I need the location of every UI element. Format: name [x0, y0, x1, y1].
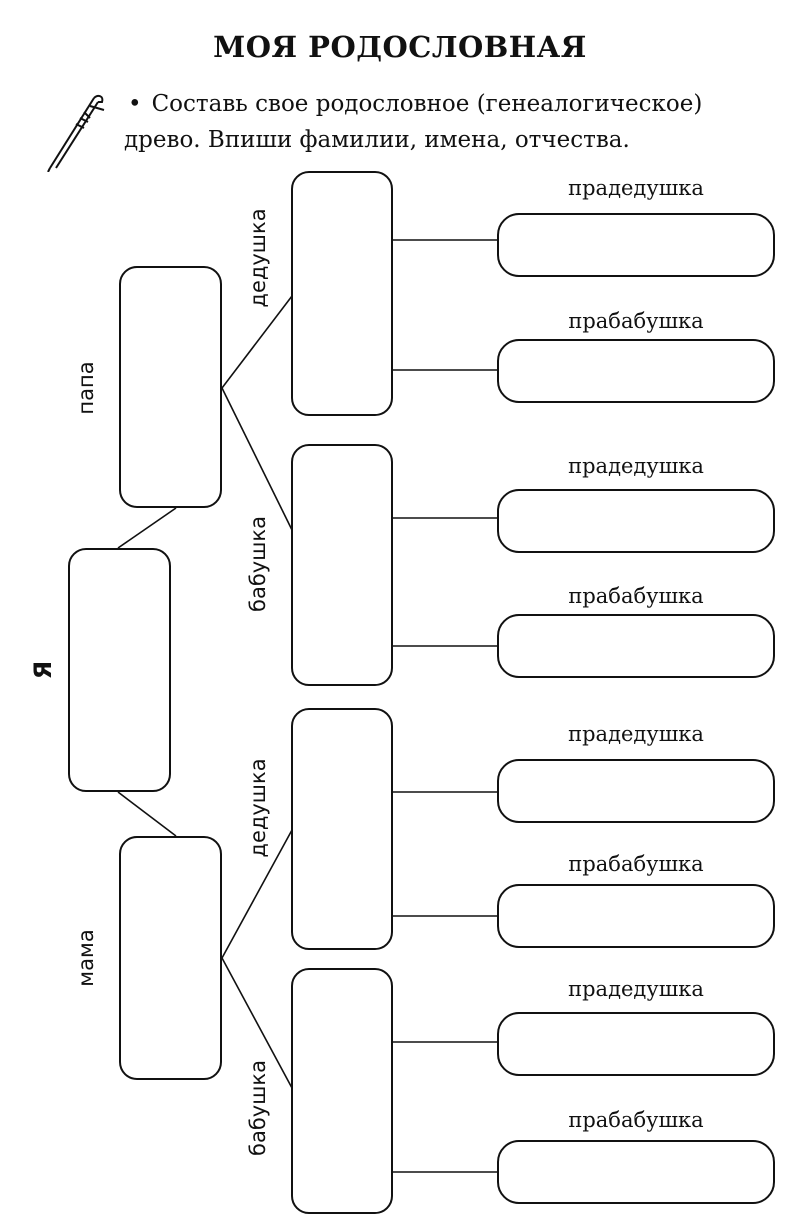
great-grandmother-label: прабабушка	[568, 852, 704, 876]
connector-me-mother	[117, 791, 177, 837]
paternal-grandmother-box[interactable]	[291, 444, 393, 686]
father-box[interactable]	[119, 266, 222, 508]
connector-father-grandfather	[221, 295, 293, 389]
great-grandmother-box[interactable]	[497, 1140, 775, 1204]
great-grandmother-label: прабабушка	[568, 584, 704, 608]
paternal-grandfather-label: дедушка	[246, 208, 270, 308]
connector-father-grandmother	[221, 387, 293, 531]
connector-me-father	[117, 507, 177, 549]
page-title: МОЯ РОДОСЛОВНАЯ	[213, 30, 587, 64]
great-grandfather-box[interactable]	[497, 489, 775, 553]
me-box[interactable]	[68, 548, 171, 792]
instructions: •Составь свое родословное (генеалогическ…	[124, 86, 778, 158]
great-grandfather-box[interactable]	[497, 1012, 775, 1076]
me-label: Я	[29, 660, 57, 680]
maternal-grandmother-label: бабушка	[246, 1060, 270, 1156]
great-grandfather-box[interactable]	[497, 759, 775, 823]
paternal-grandfather-box[interactable]	[291, 171, 393, 416]
connector-mother-grandmother	[221, 957, 293, 1089]
mother-label: мама	[74, 929, 98, 987]
connector-mother-grandfather	[221, 829, 293, 959]
great-grandmother-box[interactable]	[497, 884, 775, 948]
great-grandfather-box[interactable]	[497, 213, 775, 277]
pen-icon	[47, 94, 105, 172]
great-grandmother-label: прабабушка	[568, 309, 704, 333]
great-grandmother-box[interactable]	[497, 614, 775, 678]
maternal-grandfather-box[interactable]	[291, 708, 393, 950]
great-grandfather-label: прадедушка	[568, 176, 704, 200]
bullet: •	[128, 91, 142, 117]
father-label: папа	[74, 361, 98, 415]
great-grandmother-box[interactable]	[497, 339, 775, 403]
great-grandfather-label: прадедушка	[568, 977, 704, 1001]
instructions-text: Составь свое родословное (генеалогическо…	[124, 91, 703, 153]
maternal-grandmother-box[interactable]	[291, 968, 393, 1214]
great-grandfather-label: прадедушка	[568, 454, 704, 478]
paternal-grandmother-label: бабушка	[246, 516, 270, 612]
great-grandmother-label: прабабушка	[568, 1108, 704, 1132]
maternal-grandfather-label: дедушка	[246, 758, 270, 858]
mother-box[interactable]	[119, 836, 222, 1080]
great-grandfather-label: прадедушка	[568, 722, 704, 746]
